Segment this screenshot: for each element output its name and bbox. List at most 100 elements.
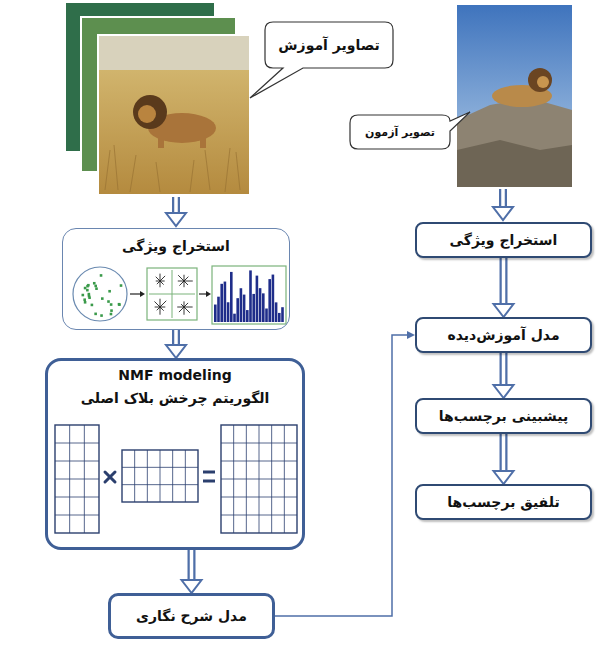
process-box: NMF modeling الگوریتم چرخش بلاک اصلی (45, 358, 305, 550)
gradient-ray (184, 307, 193, 308)
node-title: NMF modeling (118, 367, 231, 383)
arrow-shaft (500, 258, 508, 305)
gradient-ray (160, 307, 161, 315)
matrix-cell-line (221, 443, 297, 444)
histogram-bar (236, 298, 239, 322)
matrix-cell-line (55, 515, 99, 516)
matrix-frame (55, 425, 99, 533)
flow-arrow (494, 434, 514, 484)
matrix-cell-line (221, 515, 297, 516)
rock-shadow (457, 140, 572, 187)
gradient-ray (184, 307, 185, 315)
histogram-bar (227, 302, 230, 322)
lion-mane (528, 68, 552, 92)
times-sign (105, 472, 115, 482)
callout-bubble: تصویر آزمون (350, 115, 450, 149)
callout-outline-path (350, 112, 470, 149)
arrow-shaft-inner (190, 550, 194, 581)
model-box: مدل شرح نگاری (108, 593, 275, 639)
equals-sign (203, 472, 215, 481)
arrow-head (494, 304, 514, 317)
keypoint-dot (82, 294, 85, 297)
photo-front (98, 35, 250, 195)
matrix-cell-line (221, 461, 297, 462)
matrix-cell-line (55, 461, 99, 462)
node-title: تصاویر آموزش (278, 37, 379, 53)
flow-arrow (182, 550, 202, 593)
histogram-bar (233, 314, 236, 322)
matrix-cell-line (55, 479, 99, 480)
keypoint-dot (95, 287, 98, 290)
matrix-cell-line (172, 450, 173, 502)
histogram-bar (249, 270, 252, 322)
keypoint-dot (84, 301, 87, 304)
histogram-bar (281, 307, 284, 322)
keypoint-dot (110, 303, 113, 306)
matrix-w (55, 425, 99, 533)
arrow-shaft (188, 550, 196, 581)
arrow-shaft (500, 353, 508, 386)
step-arrowhead (140, 291, 145, 297)
rock (457, 98, 572, 187)
step-arrow (199, 293, 206, 294)
arrow-head (182, 580, 202, 593)
photo-sky (99, 36, 249, 70)
histogram-bar (240, 288, 243, 322)
process-box: مدل آموزش‌دیده (415, 317, 592, 353)
process-box: استخراج ویژگی (62, 228, 290, 330)
matrix-cell-line (185, 450, 186, 502)
matrix-cell-line (122, 467, 198, 468)
arrow-shaft-inner (502, 258, 506, 305)
gradient-ray (179, 307, 184, 312)
keypoint-dot (91, 304, 94, 307)
flow-arrow (494, 353, 514, 398)
histogram-bar (275, 302, 278, 322)
arrow-shaft (172, 330, 180, 346)
lion (133, 95, 216, 148)
test-photo (457, 5, 572, 187)
node-title: استخراج ویژگی (122, 238, 230, 254)
keypoint-dot (110, 309, 113, 312)
histogram-bar (262, 293, 265, 322)
gradient-ray (160, 307, 164, 311)
keypoint-dot (93, 282, 96, 285)
keypoint-dot (87, 284, 90, 287)
keypoint-dot (118, 303, 121, 306)
process-box: استخراج ویژگی (415, 222, 592, 258)
callout-bubble: تصاویر آموزش (265, 22, 393, 68)
matrix-cell-line (160, 450, 161, 502)
histogram-bar (259, 288, 262, 322)
matrix-cell-line (122, 484, 198, 485)
histogram-bar (220, 284, 223, 322)
arrow-head (407, 331, 415, 339)
keypoint-dot (120, 284, 123, 287)
keypoint-dot (86, 289, 89, 292)
matrix-frame (221, 425, 297, 533)
flow-arrow (494, 258, 514, 317)
flow-arrow (275, 331, 415, 616)
matrix-illustration (55, 425, 297, 533)
node-title: مدل آموزش‌دیده (447, 327, 559, 343)
keypoint-dot (101, 297, 104, 300)
matrix-cell-line (221, 479, 297, 480)
photo-arrow (493, 189, 513, 220)
keypoint-dot (118, 303, 121, 306)
node-subtitle: الگوریتم چرخش بلاک اصلی (81, 390, 270, 406)
matrix-cell-line (147, 450, 148, 502)
arrow-head (166, 345, 186, 358)
photo-arrow (166, 197, 186, 226)
histogram-bar (243, 295, 246, 322)
training-photos (65, 2, 250, 195)
gradient-ray (184, 277, 188, 281)
gradient-ray (157, 281, 160, 284)
grid-line (149, 294, 195, 295)
keypoint-circle (73, 267, 127, 321)
keypoint-dot (86, 285, 89, 288)
histogram-bar (268, 279, 271, 322)
gradient-ray (160, 274, 161, 281)
node-title: مدل شرح نگاری (136, 608, 247, 624)
keypoint-dot (108, 290, 111, 293)
keypoint-dot (94, 285, 97, 288)
gradient-ray (160, 299, 161, 307)
